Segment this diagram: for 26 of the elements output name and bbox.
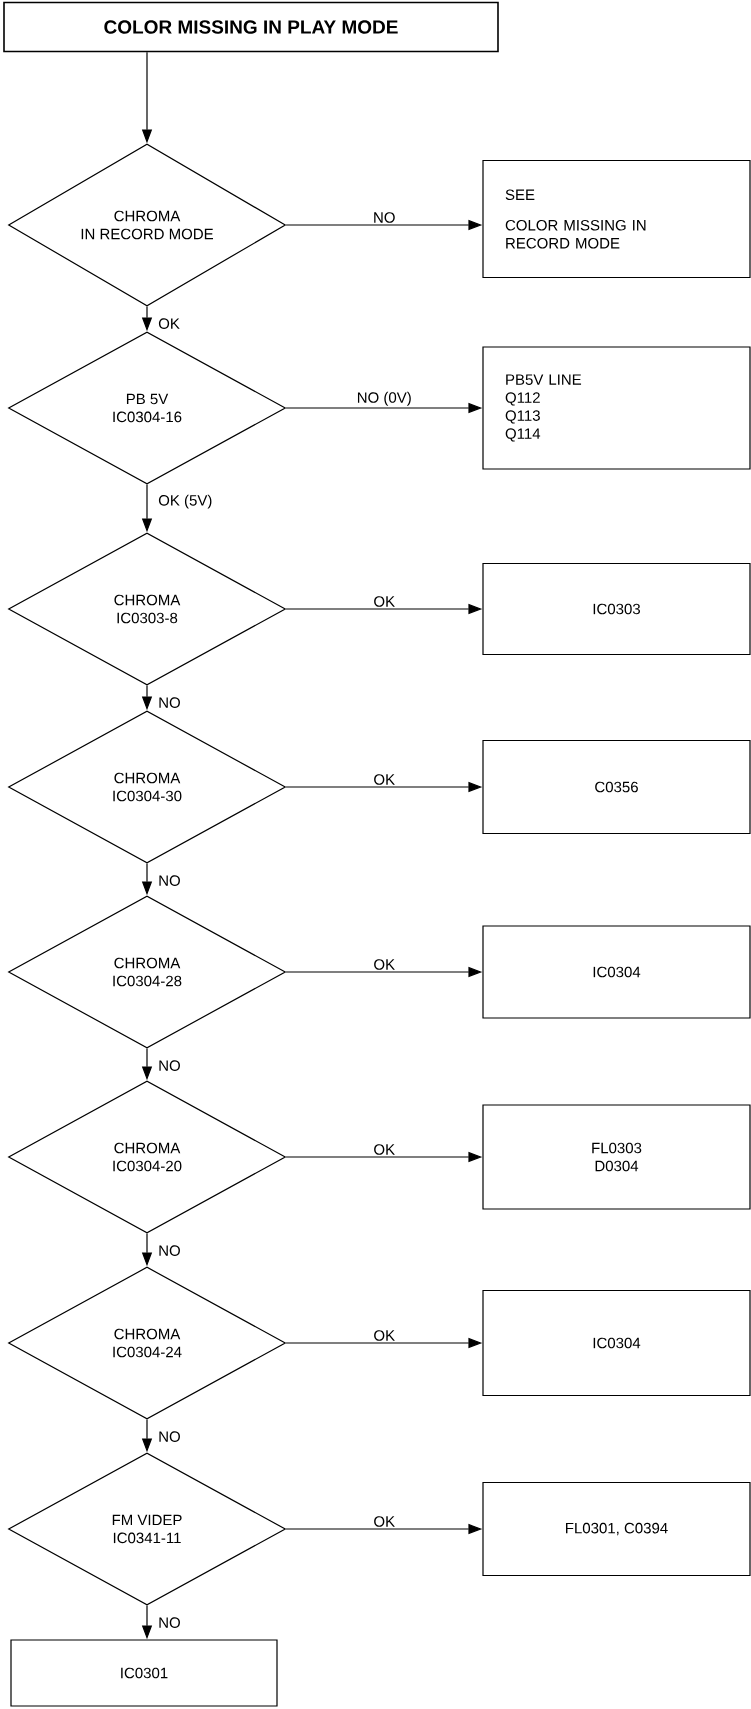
process-box: IC0303 (482, 562, 751, 656)
process-box: FL0301, C0394 (482, 1481, 751, 1577)
edge-label: OK (372, 958, 397, 971)
process-box: IC0304 (482, 925, 751, 1019)
process-box: IC0304 (482, 1289, 751, 1397)
edge-label: NO (157, 1430, 182, 1443)
edge-label: OK (372, 1515, 397, 1528)
edge-label: NO (157, 1244, 182, 1257)
process-box: PB5V LINE Q112 Q113 Q114 (482, 346, 751, 470)
edge-label: OK (372, 1329, 397, 1342)
edge-label: NO (0V) (355, 390, 413, 407)
edge-label: NO (157, 874, 182, 887)
edge-label: NO (157, 1059, 182, 1072)
edge-label: OK (5V) (157, 493, 214, 510)
process-box: FL0303 D0304 (482, 1104, 751, 1210)
edge-label: NO (157, 1616, 182, 1629)
process-box: C0356 (482, 739, 751, 835)
edge-label: NO (157, 696, 182, 709)
edge-label: OK (372, 595, 397, 608)
title-box: COLOR MISSING IN PLAY MODE (3, 1, 499, 53)
edge-label: OK (372, 1143, 397, 1156)
edge-label: OK (157, 317, 181, 330)
process-box: SEE COLOR MISSING IN RECORD MODE (482, 159, 751, 279)
edge-label: NO (372, 211, 397, 224)
process-box: IC0301 (10, 1639, 278, 1707)
edge-label: OK (372, 773, 397, 786)
